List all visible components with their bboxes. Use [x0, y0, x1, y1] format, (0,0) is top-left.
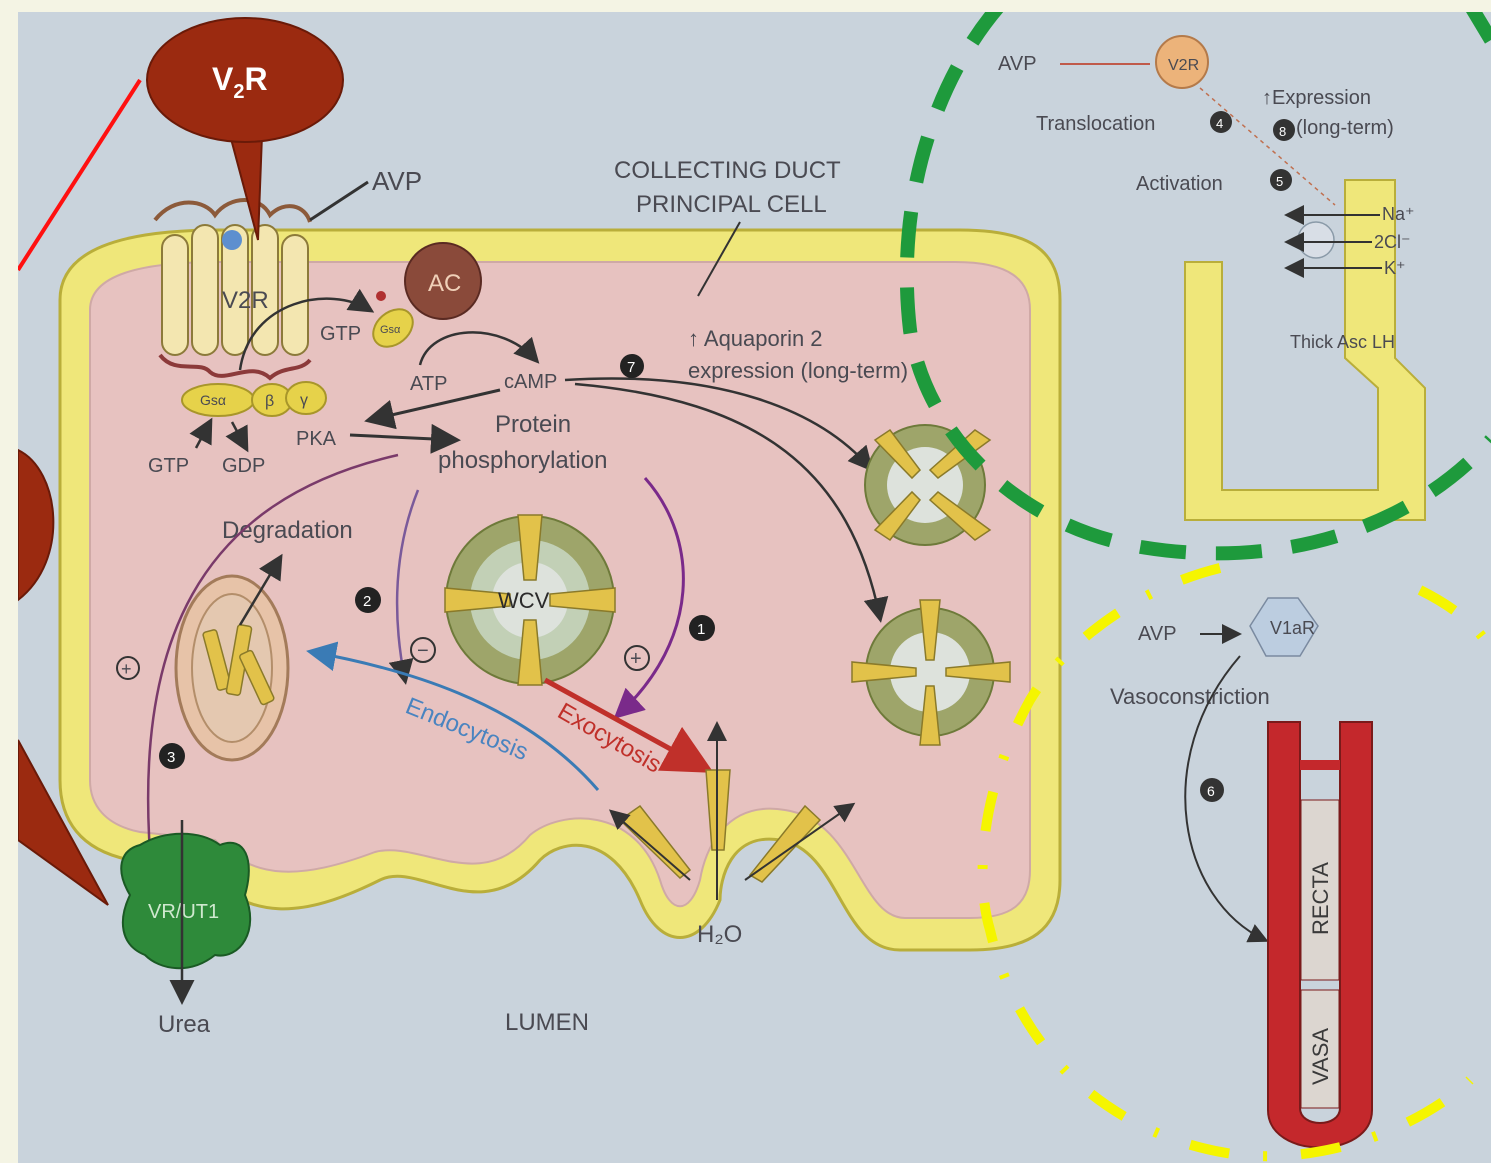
left-callout-partial	[18, 450, 108, 905]
diagram-figure: V2R Gsα β γ GTP GDP AVP AC Gsα GTP ATP c…	[18, 12, 1491, 1163]
callout-r: R	[244, 61, 267, 97]
callout-v: V	[212, 61, 234, 97]
v2r-callout: V2R	[147, 18, 343, 240]
callout-sub: 2	[233, 81, 244, 103]
